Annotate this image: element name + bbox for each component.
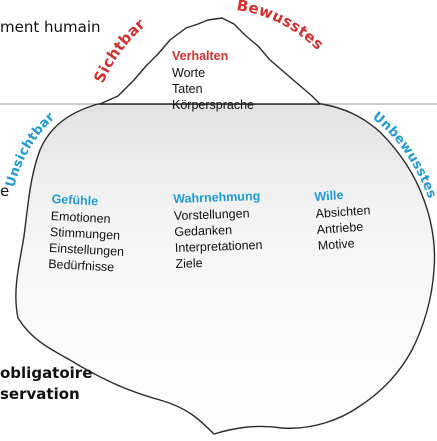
column-feelings: Gefühle Emotionen Stimmungen Einstellung… — [48, 193, 127, 275]
external-text-middle-left: e — [0, 184, 9, 199]
column-item: Interpretationen — [175, 236, 263, 255]
column-will: Wille Absichten Antriebe Motive — [314, 187, 373, 253]
tip-group: Verhalten Worte Taten Körpersprache — [172, 50, 254, 113]
column-item: Ziele — [175, 252, 263, 271]
external-text-bottom-line2: servation — [0, 387, 80, 402]
external-text-top-left: ment humain — [0, 20, 101, 35]
tip-heading: Verhalten — [172, 50, 254, 63]
tip-item: Taten — [172, 81, 254, 97]
tip-item: Körpersprache — [172, 97, 254, 113]
column-heading: Wille — [314, 187, 370, 203]
tip-item: Worte — [172, 65, 254, 81]
column-heading: Wahrnehmung — [173, 190, 261, 206]
column-item: Vorstellungen — [174, 204, 262, 223]
column-heading: Gefühle — [51, 193, 127, 209]
external-text-bottom-line1: obligatoire — [0, 366, 92, 381]
column-perception: Wahrnehmung Vorstellungen Gedanken Inter… — [173, 190, 263, 272]
